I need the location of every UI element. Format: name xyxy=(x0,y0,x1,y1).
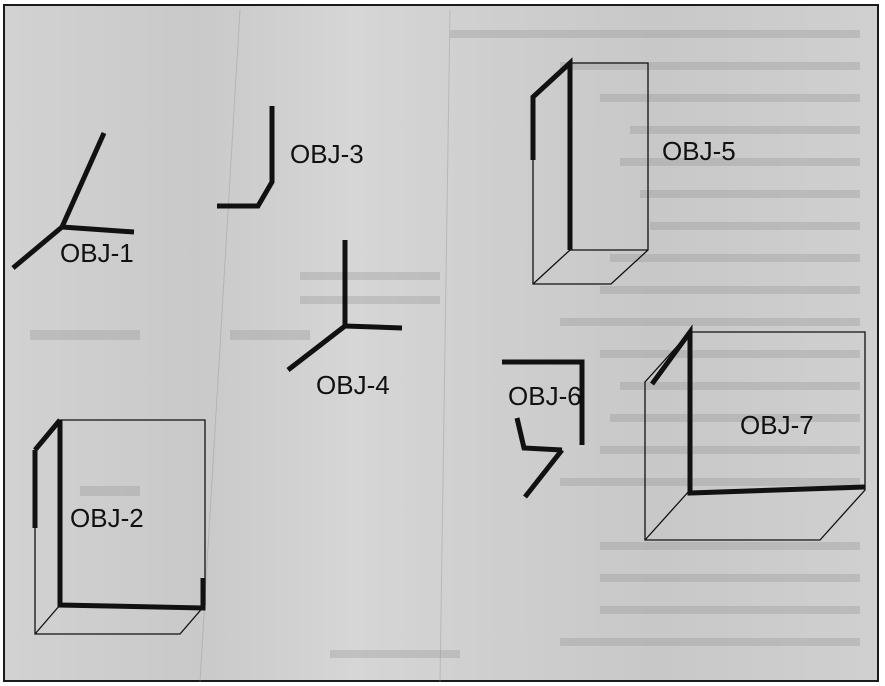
obj-1: OBJ-1 xyxy=(11,131,135,270)
obj-6: OBJ-6 xyxy=(502,359,585,499)
obj-1-right-edge xyxy=(61,224,135,235)
obj-2-label: OBJ-2 xyxy=(70,503,144,533)
obj-2-top-slant xyxy=(33,418,62,452)
obj-5-corner-edges xyxy=(530,57,573,250)
obj-3-label: OBJ-3 xyxy=(290,139,364,169)
obj-5-hidden-edges xyxy=(532,249,648,285)
obj-1-left-edge xyxy=(11,225,64,270)
obj-4-left-edge xyxy=(286,324,347,372)
obj-4: OBJ-4 xyxy=(286,240,403,400)
obj-4-label: OBJ-4 xyxy=(316,370,390,400)
obj-5: OBJ-5 xyxy=(530,57,736,285)
obj-7: OBJ-7 xyxy=(644,324,866,541)
obj-7-front-corner xyxy=(644,489,691,541)
obj-5-label: OBJ-5 xyxy=(662,136,736,166)
obj-6-lower-edges xyxy=(514,417,563,453)
obj-7-corner-edges xyxy=(649,324,866,496)
obj-1-label: OBJ-1 xyxy=(60,238,134,268)
figure-frame xyxy=(3,4,879,682)
obj-3: OBJ-3 xyxy=(217,106,364,209)
obj-4-right-edge xyxy=(344,323,403,331)
obj-2: OBJ-2 xyxy=(32,418,206,635)
obj-6-label: OBJ-6 xyxy=(508,381,582,411)
obj-6-slant-edge xyxy=(523,448,564,499)
obj-3-corner-edges xyxy=(217,106,275,209)
obj-2-corner-edges xyxy=(57,420,206,611)
obj-7-label: OBJ-7 xyxy=(740,410,814,440)
obj-7-box-outline xyxy=(644,331,866,541)
obj-6-top-edges xyxy=(502,359,585,445)
obj-2-front-corner xyxy=(34,604,61,635)
background-texture xyxy=(30,9,860,683)
obj-1-upper-edge xyxy=(59,131,107,229)
